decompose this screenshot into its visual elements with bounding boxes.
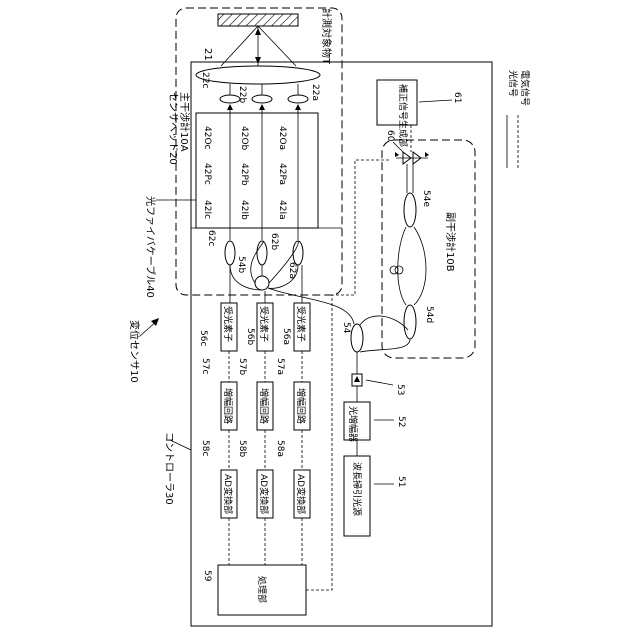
label-51: 51 <box>396 476 406 487</box>
label-62c: 62c <box>206 230 216 246</box>
amplifier-57b-text: 増幅回路 <box>258 388 270 424</box>
correction-signal-generator-61-text: 補正信号生成部 <box>397 84 409 147</box>
label-42Pc: 42Pc <box>202 163 212 185</box>
label-42Oa: 42Oa <box>277 126 287 150</box>
legend-optical-text: 光信号 <box>507 70 519 97</box>
label-57a: 57a <box>275 358 285 375</box>
sub-interferometer-frame <box>382 140 475 358</box>
processor-59-text: 処理部 <box>256 576 268 603</box>
label-52: 52 <box>396 416 406 427</box>
amplifier-57c-text: 増幅回路 <box>222 388 234 424</box>
receiver-56c-text: 受光素子 <box>222 306 234 342</box>
adc-58c-text: AD変換部 <box>222 474 234 514</box>
label-cable: 光ファイバケーブル40 <box>144 196 157 298</box>
coupler-62c <box>225 241 235 265</box>
label-62b: 62b <box>269 233 279 250</box>
label-target: 計測対象物T <box>320 8 333 65</box>
delay-coil-b <box>395 266 403 274</box>
delay-coil-a <box>390 266 398 274</box>
label-sensor-head: センサヘッド20 <box>167 92 179 165</box>
label-54: 54 <box>341 322 351 334</box>
adc-58b-text: AD変換部 <box>258 474 270 514</box>
coupler-54 <box>351 324 363 352</box>
label-56a: 56a <box>281 328 291 345</box>
label-59: 59 <box>202 570 212 582</box>
label-58c: 58c <box>200 440 210 456</box>
label-62a: 62a <box>287 262 297 279</box>
correction-signal-generator-61 <box>377 80 417 125</box>
label-54b: 54b <box>236 256 246 273</box>
label-main-interferometer: 主干渉計10A <box>178 92 191 152</box>
label-42Ia: 42Ia <box>277 200 287 220</box>
coupler-54d <box>404 305 416 339</box>
legend-electric-text: 電気信号 <box>519 70 531 106</box>
label-42Oc: 42Oc <box>202 126 212 150</box>
label-controller: コントローラ30 <box>163 432 175 505</box>
label-42Pb: 42Pb <box>239 163 249 186</box>
label-58a: 58a <box>275 440 285 457</box>
label-22c: 22c <box>200 72 210 88</box>
label-56b: 56b <box>245 328 255 345</box>
collimator-22a <box>288 95 308 103</box>
label-56c: 56c <box>198 330 208 346</box>
label-21: 21 <box>202 48 213 61</box>
receiver-56b-text: 受光素子 <box>258 306 270 342</box>
label-22a: 22a <box>310 84 320 101</box>
label-54d: 54d <box>424 306 434 323</box>
sensor-head-body <box>196 113 318 228</box>
light-source-51-text: 波長掃引光源 <box>351 462 363 516</box>
label-54e: 54e <box>421 190 431 207</box>
adc-58a-text: AD変換部 <box>295 474 307 514</box>
receiver-56a-text: 受光素子 <box>295 306 307 342</box>
label-61: 61 <box>452 92 462 103</box>
label-58b: 58b <box>237 440 247 457</box>
label-sub-interferometer: 副干渉計10B <box>444 212 457 272</box>
label-57c: 57c <box>200 358 210 374</box>
label-22b: 22b <box>237 86 247 103</box>
label-53: 53 <box>395 384 405 395</box>
label-57b: 57b <box>237 358 247 375</box>
target-object <box>218 14 298 26</box>
label-42Ic: 42Ic <box>202 200 212 219</box>
label-sensor: 変位センサ10 <box>128 320 141 383</box>
optical-amplifier-52-text: 光増幅器 <box>347 406 359 442</box>
label-42Ib: 42Ib <box>239 200 249 220</box>
amplifier-57a-text: 増幅回路 <box>295 388 307 424</box>
label-42Ob: 42Ob <box>239 126 249 151</box>
circulator-54b <box>255 276 269 290</box>
coupler-54e <box>404 193 416 227</box>
collimator-22b <box>252 95 272 103</box>
label-42Pa: 42Pa <box>277 163 287 185</box>
label-60: 60 <box>385 130 395 142</box>
collimator-22c <box>220 95 240 103</box>
objective-lens-21 <box>196 66 320 84</box>
main-interferometer-frame <box>176 8 342 295</box>
